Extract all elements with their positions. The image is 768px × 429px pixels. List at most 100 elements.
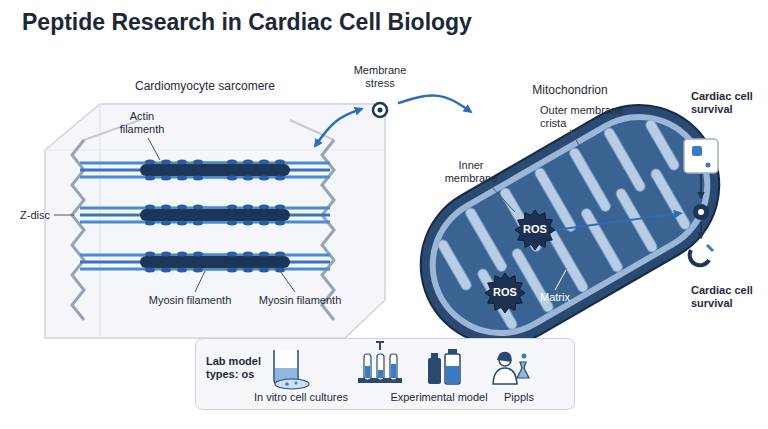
leader-line [280, 271, 295, 292]
mitochondrion-shape-outline [464, 206, 508, 273]
diagram-title: Peptide Research in Cardiac Cell Biology [22, 8, 472, 36]
leader-line [54, 215, 74, 216]
test-tube-rack-icon [358, 342, 402, 383]
bottle-icon [428, 358, 441, 384]
test-tube-rack-icon [365, 366, 370, 378]
mitochondrion-shape-outline [614, 187, 658, 254]
cell-survival-icon-outline [698, 209, 704, 215]
leader-line [570, 130, 582, 150]
test-tube-rack-icon [376, 341, 384, 343]
mitochondrion-shape: MitochondrionROSROS [420, 112, 720, 338]
ros-burst: ROS [485, 273, 525, 313]
test-tube-rack-icon [364, 354, 371, 380]
culture-icon [275, 368, 297, 383]
cell-survival-box-outline [683, 138, 719, 174]
part-label: Z-disc [20, 209, 60, 222]
sarcomere-panel [45, 150, 385, 151]
cell-survival-icon-outline [690, 250, 709, 265]
test-tube-rack-icon [379, 342, 381, 350]
part-label: Myosin filamenth [250, 294, 350, 307]
node-text: Pippls [489, 391, 549, 404]
cell-survival-box: Cardiac cell survival [683, 138, 719, 174]
lab-model-panel: Lab model types: os In vitro cell culture… [195, 338, 575, 410]
membrane-stress-point: Membrane stress [362, 64, 398, 120]
part-label: Inner membrane [440, 159, 502, 185]
mitochondrion-shape-outline [404, 88, 737, 362]
culture-icon [274, 350, 298, 384]
researcher-icon [522, 354, 527, 359]
part-label: Matrix [530, 291, 580, 304]
researcher-icon [493, 368, 517, 384]
ros-burst-outline [485, 273, 525, 313]
cell-survival-icon-outline [681, 198, 721, 274]
node-heading: Cardiac cell survival [691, 284, 765, 310]
filament-rows [80, 160, 330, 181]
mitochondrion-shape-outline [391, 76, 748, 375]
cell-survival-box-outline [706, 163, 711, 168]
sarcomere-panel [290, 120, 334, 140]
part-label: Outer membrane crista [540, 104, 632, 130]
researcher-icon [493, 352, 529, 384]
researcher-icon [517, 362, 529, 378]
cell-survival-icon-outline [700, 222, 702, 238]
mitochondrion-shape-outline [436, 238, 473, 292]
bottle-icon [428, 349, 460, 384]
part-label: Actin filamenth [112, 110, 172, 136]
sarcomere-panel [45, 104, 385, 338]
z-disc [322, 140, 334, 320]
cell-survival-icon-outline [707, 245, 713, 251]
cell-survival-box-outline [692, 146, 702, 156]
test-tube-rack-icon [358, 378, 402, 383]
connector-arrow [315, 109, 362, 147]
connector-arrow [398, 96, 471, 112]
node-text: In vitro cell cultures [231, 391, 371, 404]
ros-burst-outline [515, 210, 555, 250]
connector-arrow [700, 174, 702, 198]
filament-rows [80, 205, 330, 226]
bottle-icon [431, 353, 438, 358]
mitochondrion-shape-outline [412, 96, 728, 354]
connector-arrow [555, 213, 681, 230]
bottle-icon [445, 354, 460, 384]
node-heading: Lab model types: os [206, 355, 266, 381]
leader-line [195, 271, 205, 292]
researcher-icon [499, 354, 511, 366]
membrane-stress-point-outline [373, 103, 387, 117]
mitochondrion-shape-outline [644, 118, 681, 172]
node-text: Experimental model [379, 391, 499, 404]
culture-icon [285, 382, 289, 386]
bottle-icon [448, 349, 457, 354]
node-heading: Mitochondrion [510, 84, 630, 97]
test-tube-rack-icon [378, 370, 383, 378]
part-label: Myosin filamenth [140, 294, 240, 307]
mitochondrion-shape-outline [420, 112, 720, 338]
filament-rows [80, 252, 330, 273]
node-heading: Cardiac cell survival [691, 90, 765, 116]
mitochondrion-shape-outline [602, 126, 646, 193]
cell-survival-box-outline [684, 139, 718, 173]
mitochondrion-shape-outline [649, 167, 692, 231]
z-disc [72, 140, 334, 320]
researcher-icon [497, 352, 512, 362]
node-heading: ROS [485, 286, 525, 299]
node-heading: Cardiomyocyte sarcomere [80, 80, 330, 93]
bottle-icon [446, 366, 459, 383]
ros-burst: ROS [515, 210, 555, 250]
culture-icon [295, 382, 298, 385]
mitochondrion-shape-outline [545, 227, 589, 294]
node-heading: ROS [515, 223, 555, 236]
filament-rows [80, 160, 330, 273]
mitochondrion-shape-outline [580, 207, 624, 274]
leader-line [555, 270, 566, 290]
culture-icon [274, 350, 309, 389]
sarcomere-panel [45, 104, 385, 338]
test-tube-rack-icon [377, 354, 384, 380]
test-tube-rack-icon [391, 364, 396, 378]
membrane-stress-point-outline [378, 108, 383, 113]
z-disc [72, 140, 84, 320]
